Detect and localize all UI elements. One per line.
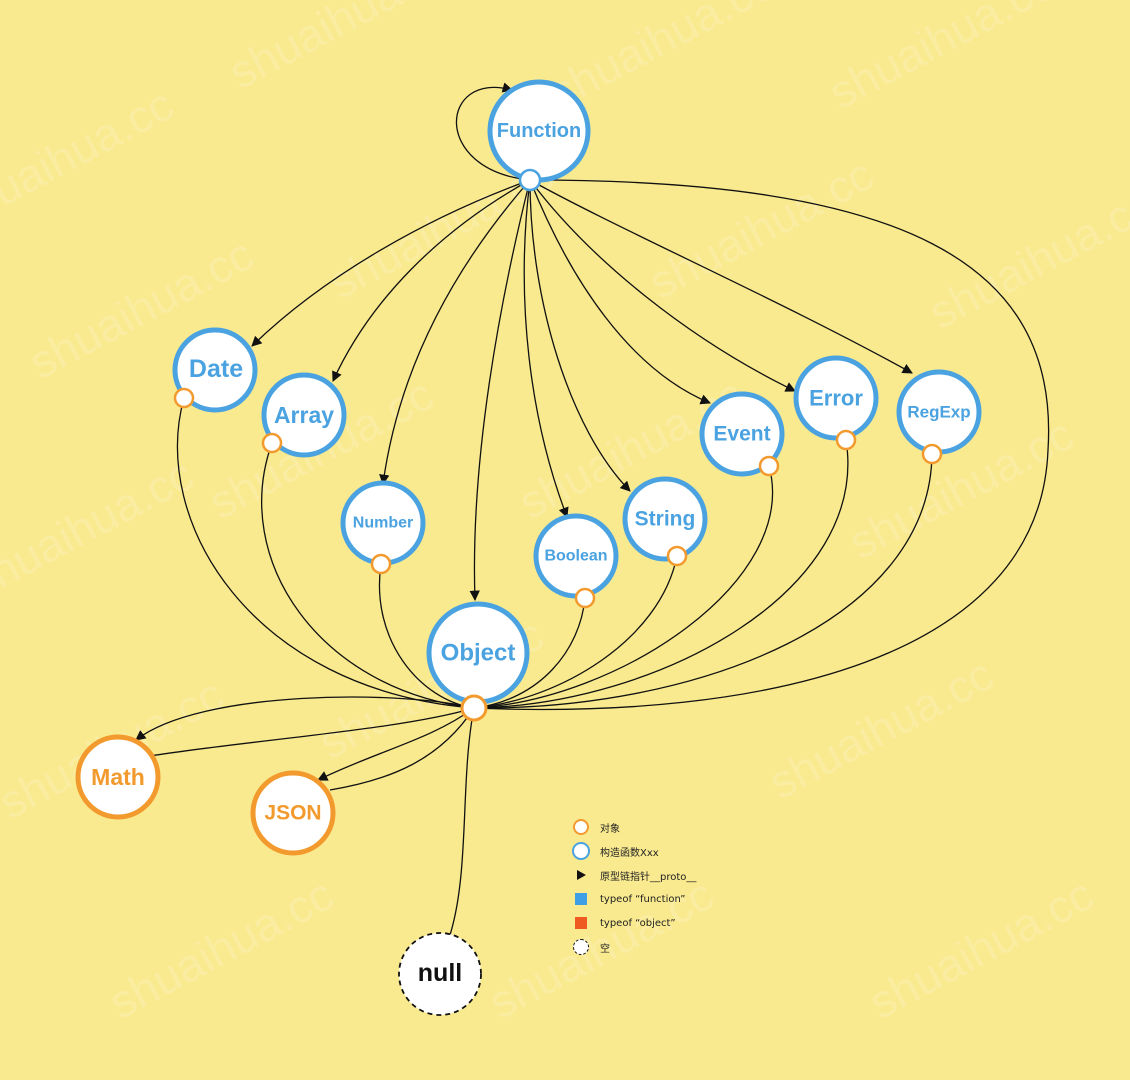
legend-typeof-object-label: typeof “object” — [600, 917, 676, 929]
node-regexp[interactable]: RegExp — [896, 369, 982, 465]
node-math-label: Math — [91, 764, 145, 790]
edges-from-object-prototype — [135, 696, 475, 936]
legend-item-null: 空 — [570, 935, 790, 959]
edge-math-proto — [135, 696, 475, 741]
edge-event-proto — [529, 179, 711, 405]
legend-item-typeof-function: typeof “function” — [570, 887, 790, 911]
number-prototype-port — [370, 553, 392, 575]
node-event[interactable]: Event — [699, 391, 785, 477]
object-prototype-port — [460, 694, 488, 722]
legend-item-constructor: 构造函数Xxx — [570, 839, 790, 863]
node-object-label: Object — [441, 640, 516, 667]
watermark-text: shuaihua.cc — [0, 448, 201, 609]
edge-regexp-prototype-to-object-prototype — [473, 453, 933, 709]
node-error-label: Error — [809, 386, 863, 411]
edge-date-proto — [251, 179, 531, 347]
edge-json-link — [329, 707, 475, 791]
watermark-text: shuaihua.cc — [0, 78, 181, 239]
edges-from-function-prototype — [251, 82, 913, 602]
watermark-text: shuaihua.cc — [860, 868, 1101, 1029]
legend-object-swatch — [570, 816, 592, 838]
date-prototype-port — [173, 387, 195, 409]
node-date[interactable]: Date — [172, 327, 258, 413]
array-prototype-port — [261, 432, 283, 454]
edge-json-proto — [317, 707, 475, 781]
edge-number-prototype-to-object-prototype — [378, 563, 475, 709]
node-json-label: JSON — [264, 802, 321, 825]
arrow-icon — [570, 864, 592, 886]
node-object[interactable]: Object — [426, 601, 530, 722]
edge-regexp-proto — [529, 179, 913, 374]
edge-error-prototype-to-object-prototype — [473, 439, 849, 709]
node-null-label: null — [418, 959, 462, 987]
edge-date-prototype-to-object-prototype — [176, 397, 475, 709]
node-function-label: Function — [497, 120, 581, 142]
edge-string-prototype-to-object-prototype — [473, 555, 678, 709]
legend-proto-label: 原型链指针__proto__ — [600, 871, 697, 883]
edge-number-proto — [379, 179, 531, 486]
node-string[interactable]: String — [622, 476, 708, 567]
node-math[interactable]: Math — [75, 734, 161, 820]
watermark-text: shuaihua.cc — [760, 648, 1001, 809]
edge-math-link — [149, 707, 475, 757]
node-json[interactable]: JSON — [250, 770, 336, 856]
node-array-label: Array — [274, 402, 334, 428]
node-error[interactable]: Error — [793, 355, 879, 451]
node-boolean-label: Boolean — [544, 548, 607, 565]
node-null[interactable]: null — [398, 932, 482, 1016]
node-boolean[interactable]: Boolean — [533, 513, 619, 609]
edge-array-proto — [332, 179, 531, 382]
legend-item-typeof-object: typeof “object” — [570, 911, 790, 935]
node-regexp-label: RegExp — [907, 403, 970, 422]
edge-array-prototype-to-object-prototype — [261, 442, 475, 709]
boolean-prototype-port — [574, 587, 596, 609]
edges-to-object-prototype — [176, 179, 1050, 711]
node-array[interactable]: Array — [261, 372, 347, 458]
watermark-text: shuaihua.cc — [220, 0, 461, 99]
node-event-label: Event — [713, 423, 770, 446]
legend-null-swatch — [570, 936, 592, 958]
node-string-label: String — [635, 508, 696, 531]
legend-item-proto: 原型链指针__proto__ — [570, 863, 790, 887]
edge-function-self — [455, 82, 531, 181]
string-prototype-port — [666, 545, 688, 567]
function-prototype-port — [518, 168, 542, 192]
legend-object-label: 对象 — [600, 823, 620, 835]
legend: 对象 构造函数Xxx 原型链指针__proto__ typeof “functi… — [570, 815, 790, 959]
edge-string-proto — [529, 179, 631, 492]
edge-boolean-proto — [523, 179, 569, 518]
legend-item-object: 对象 — [570, 815, 790, 839]
legend-constructor-swatch — [570, 840, 592, 862]
regexp-prototype-port — [921, 443, 943, 465]
edge-boolean-prototype-to-object-prototype — [473, 597, 586, 709]
edge-function-prototype-to-object-prototype — [473, 179, 1050, 711]
watermark-text: shuaihua.cc — [920, 178, 1130, 339]
watermark-text: shuaihua.cc — [100, 868, 341, 1029]
edge-object-proto — [469, 179, 531, 602]
legend-typeof-function-label: typeof “function” — [600, 893, 686, 905]
node-date-label: Date — [189, 355, 243, 383]
watermark-text: shuaihua.cc — [820, 0, 1061, 119]
node-number[interactable]: Number — [340, 480, 426, 575]
legend-null-label: 空 — [600, 943, 610, 955]
edge-event-prototype-to-object-prototype — [473, 465, 774, 709]
edge-error-proto — [529, 179, 796, 392]
node-number-label: Number — [353, 515, 413, 532]
legend-constructor-label: 构造函数Xxx — [600, 847, 659, 859]
watermark-text: shuaihua.cc — [640, 148, 881, 309]
legend-typeof-function-swatch — [570, 888, 592, 910]
error-prototype-port — [835, 429, 857, 451]
event-prototype-port — [758, 455, 780, 477]
edge-object-prototype-to-null — [449, 707, 475, 936]
legend-typeof-object-swatch — [570, 912, 592, 934]
node-function[interactable]: Function — [487, 79, 591, 192]
